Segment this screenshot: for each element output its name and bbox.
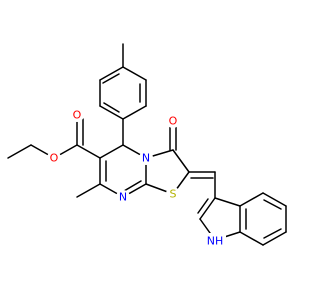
bond [262, 192, 287, 207]
bond [103, 102, 120, 113]
bond-layer [7, 43, 287, 246]
atom-label-imine-nitrogen: N [119, 191, 127, 204]
atom-label-ester-ether-oxygen: O [50, 152, 59, 165]
atom-label-layer: O O O N N S NH [47, 108, 226, 248]
bond [263, 228, 282, 239]
atom-label-ring-nitrogen: N [142, 152, 150, 165]
atom-label-sulfur: S [170, 188, 177, 201]
atom-label-ester-carbonyl-oxygen: O [73, 109, 82, 122]
bond [76, 144, 101, 159]
molecule-structure: O O O N N S NH [7, 43, 287, 248]
bond [239, 231, 264, 246]
atom-label-ketone-oxygen: O [169, 115, 178, 128]
bond [214, 197, 241, 207]
bond [172, 149, 190, 173]
bond [99, 105, 124, 120]
atom-label-indole-nh: NH [207, 235, 224, 248]
bond [7, 144, 32, 159]
bond [122, 66, 147, 81]
bond [102, 73, 120, 84]
bond [262, 231, 287, 246]
bond [239, 192, 264, 207]
bond [123, 180, 142, 192]
molecule-canvas: O O O N N S NH [7, 43, 287, 248]
bond [99, 144, 124, 159]
bond [99, 66, 124, 81]
bond [199, 197, 216, 220]
bond [122, 105, 147, 120]
bond [76, 183, 101, 198]
bond [197, 198, 209, 214]
bond [263, 199, 282, 210]
